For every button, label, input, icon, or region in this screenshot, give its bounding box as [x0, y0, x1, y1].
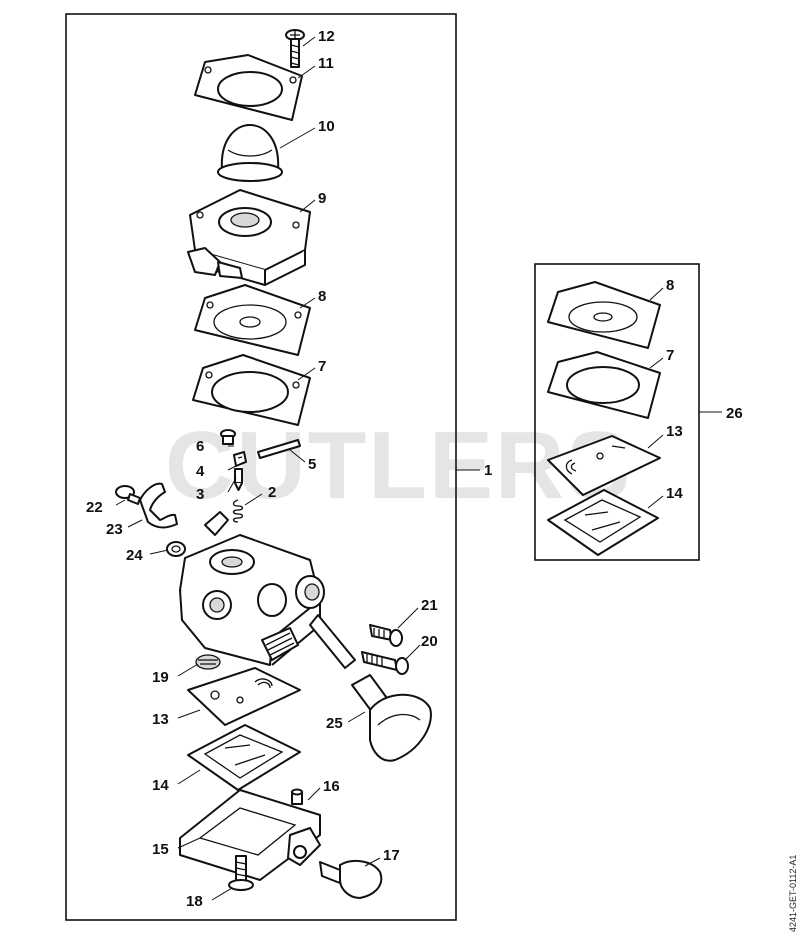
callout-26: 26: [726, 405, 743, 422]
callout-1: 1: [484, 462, 492, 479]
part-11-cover-gasket: [194, 54, 303, 121]
carburetor-body: [179, 511, 325, 666]
kit-part-14-gasket: [547, 489, 659, 556]
part-24-sleeve: [166, 541, 186, 557]
callout-18: 18: [186, 893, 203, 910]
part-21-adjusting-screw: [369, 624, 403, 647]
kit-part-13-pump-diaphragm: [547, 435, 661, 496]
callout-9: 9: [318, 190, 326, 207]
callout-16: 16: [323, 778, 340, 795]
part-7-gasket: [192, 354, 311, 426]
part-17-fitting: [319, 859, 383, 899]
part-18-screw: [228, 855, 254, 891]
leader-lines: [115, 36, 722, 901]
callout-numbers: 12 11 10 9 8 7 6 5 4 3 2 1 22 23 24 21 2…: [86, 28, 743, 910]
callout-22: 22: [86, 499, 103, 516]
callout-kit-7: 7: [666, 347, 674, 364]
callout-10: 10: [318, 118, 335, 135]
callout-13: 13: [152, 711, 169, 728]
callout-12: 12: [318, 28, 335, 45]
callout-15: 15: [152, 841, 169, 858]
callout-19: 19: [152, 669, 169, 686]
part-25-choke: [351, 674, 432, 762]
part-9-cover: [187, 189, 311, 286]
part-20-adjusting-screw: [361, 651, 409, 675]
callout-23: 23: [106, 521, 123, 538]
callout-7: 7: [318, 358, 326, 375]
kit-part-7-gasket: [547, 351, 661, 419]
callout-24: 24: [126, 547, 143, 564]
part-10-primer-bulb: [217, 124, 283, 182]
callout-6: 6: [196, 438, 204, 455]
part-14-gasket: [187, 724, 301, 791]
callout-3: 3: [196, 486, 204, 503]
part-23-lever: [139, 482, 178, 529]
callout-5: 5: [308, 456, 316, 473]
part-12-screw: [285, 29, 305, 68]
callout-2: 2: [268, 484, 276, 501]
callout-11: 11: [318, 55, 334, 72]
part-8-diaphragm: [194, 284, 311, 356]
callout-kit-8: 8: [666, 277, 674, 294]
part-5-pin: [257, 439, 301, 459]
drawing-code: 4241-GET-0112-A1: [788, 855, 798, 932]
main-assembly-frame: [65, 13, 457, 921]
callout-20: 20: [421, 633, 438, 650]
callout-8: 8: [318, 288, 326, 305]
callout-17: 17: [383, 847, 400, 864]
part-13-pump-diaphragm: [187, 667, 301, 726]
part-3-needle: [234, 468, 243, 491]
callout-21: 21: [421, 597, 438, 614]
callout-kit-13: 13: [666, 423, 683, 440]
part-22-screw: [115, 485, 141, 505]
callout-25: 25: [326, 715, 343, 732]
throttle-shaft: [309, 614, 356, 669]
callout-14: 14: [152, 777, 169, 794]
callout-kit-14: 14: [666, 485, 683, 502]
part-19-strainer: [195, 654, 221, 670]
part-2-spring: [232, 499, 244, 523]
kit-part-8-diaphragm: [547, 281, 661, 349]
part-6-screw: [220, 429, 236, 445]
callout-4: 4: [196, 463, 205, 480]
part-15-pump-cover: [179, 789, 321, 881]
part-16-plug: [291, 788, 303, 805]
